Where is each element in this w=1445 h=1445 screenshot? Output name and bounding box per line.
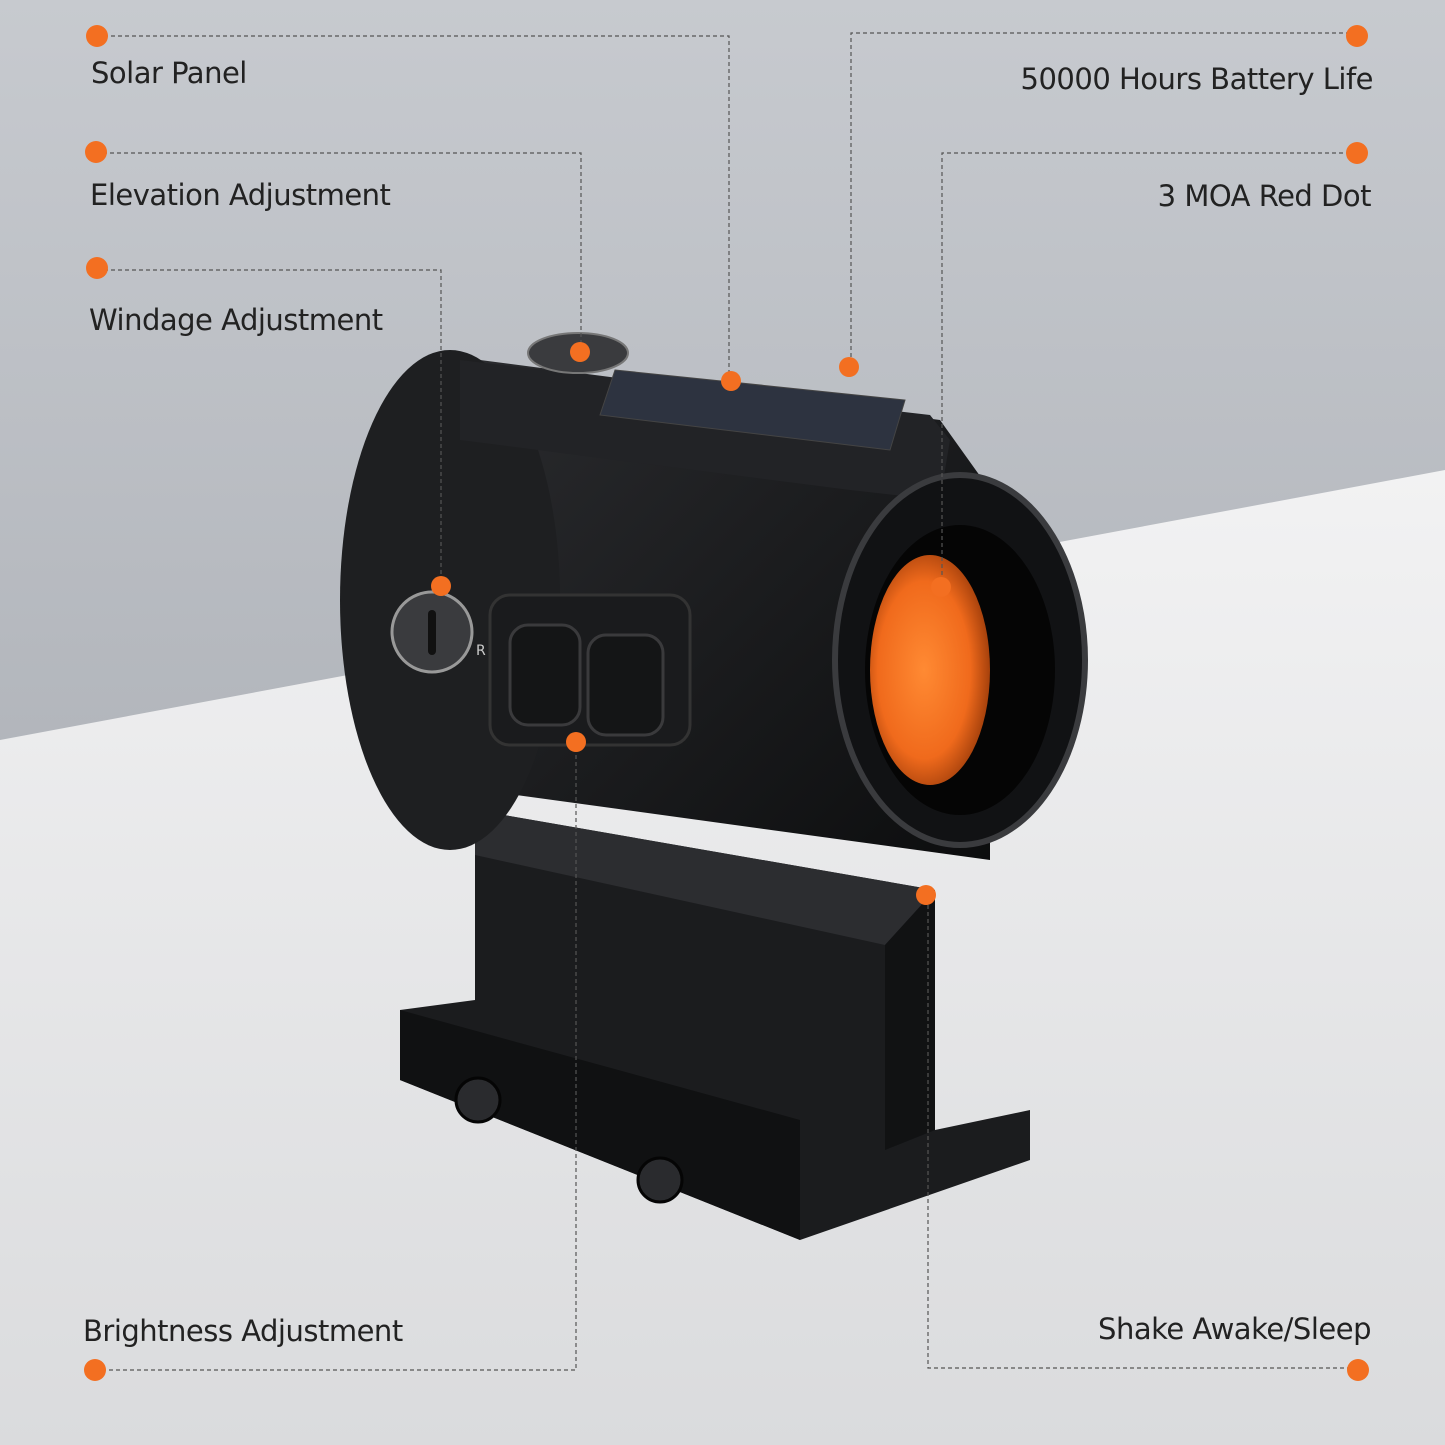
callout-dot <box>85 141 107 163</box>
leader-lines <box>95 32 1358 1371</box>
callout-dot <box>566 732 586 752</box>
callout-dot <box>1347 1359 1369 1381</box>
callout-dot <box>570 342 590 362</box>
minus-button-icon <box>508 623 582 727</box>
lens <box>870 555 990 785</box>
callout-solar-panel: Solar Panel <box>91 56 247 90</box>
callout-dot <box>931 577 951 597</box>
callout-dot <box>86 257 108 279</box>
callout-windage-adjustment: Windage Adjustment <box>89 303 383 337</box>
callout-elevation-adjustment: Elevation Adjustment <box>90 178 391 212</box>
callout-dot <box>431 576 451 596</box>
mount-screw-icon <box>636 1156 684 1204</box>
callout-dot <box>86 25 108 47</box>
callout-battery-life: 50000 Hours Battery Life <box>1020 62 1374 96</box>
callout-dot <box>721 371 741 391</box>
callout-dot <box>839 357 859 377</box>
callout-red-dot: 3 MOA Red Dot <box>1157 179 1372 213</box>
callout-dot <box>84 1359 106 1381</box>
callout-dot <box>1346 25 1368 47</box>
picatinny-mount <box>400 810 1030 1240</box>
callout-dots <box>84 25 1369 1381</box>
turret-letter: R <box>476 643 486 659</box>
callout-shake-awake: Shake Awake/Sleep <box>1098 1312 1371 1346</box>
solar-panel <box>599 369 906 451</box>
plus-button-icon <box>586 633 665 737</box>
callout-dot <box>1346 142 1368 164</box>
callout-brightness-adjustment: Brightness Adjustment <box>83 1314 403 1348</box>
sight-body: R <box>340 332 1088 860</box>
mount-screw-icon <box>454 1076 502 1124</box>
callout-dot <box>916 885 936 905</box>
